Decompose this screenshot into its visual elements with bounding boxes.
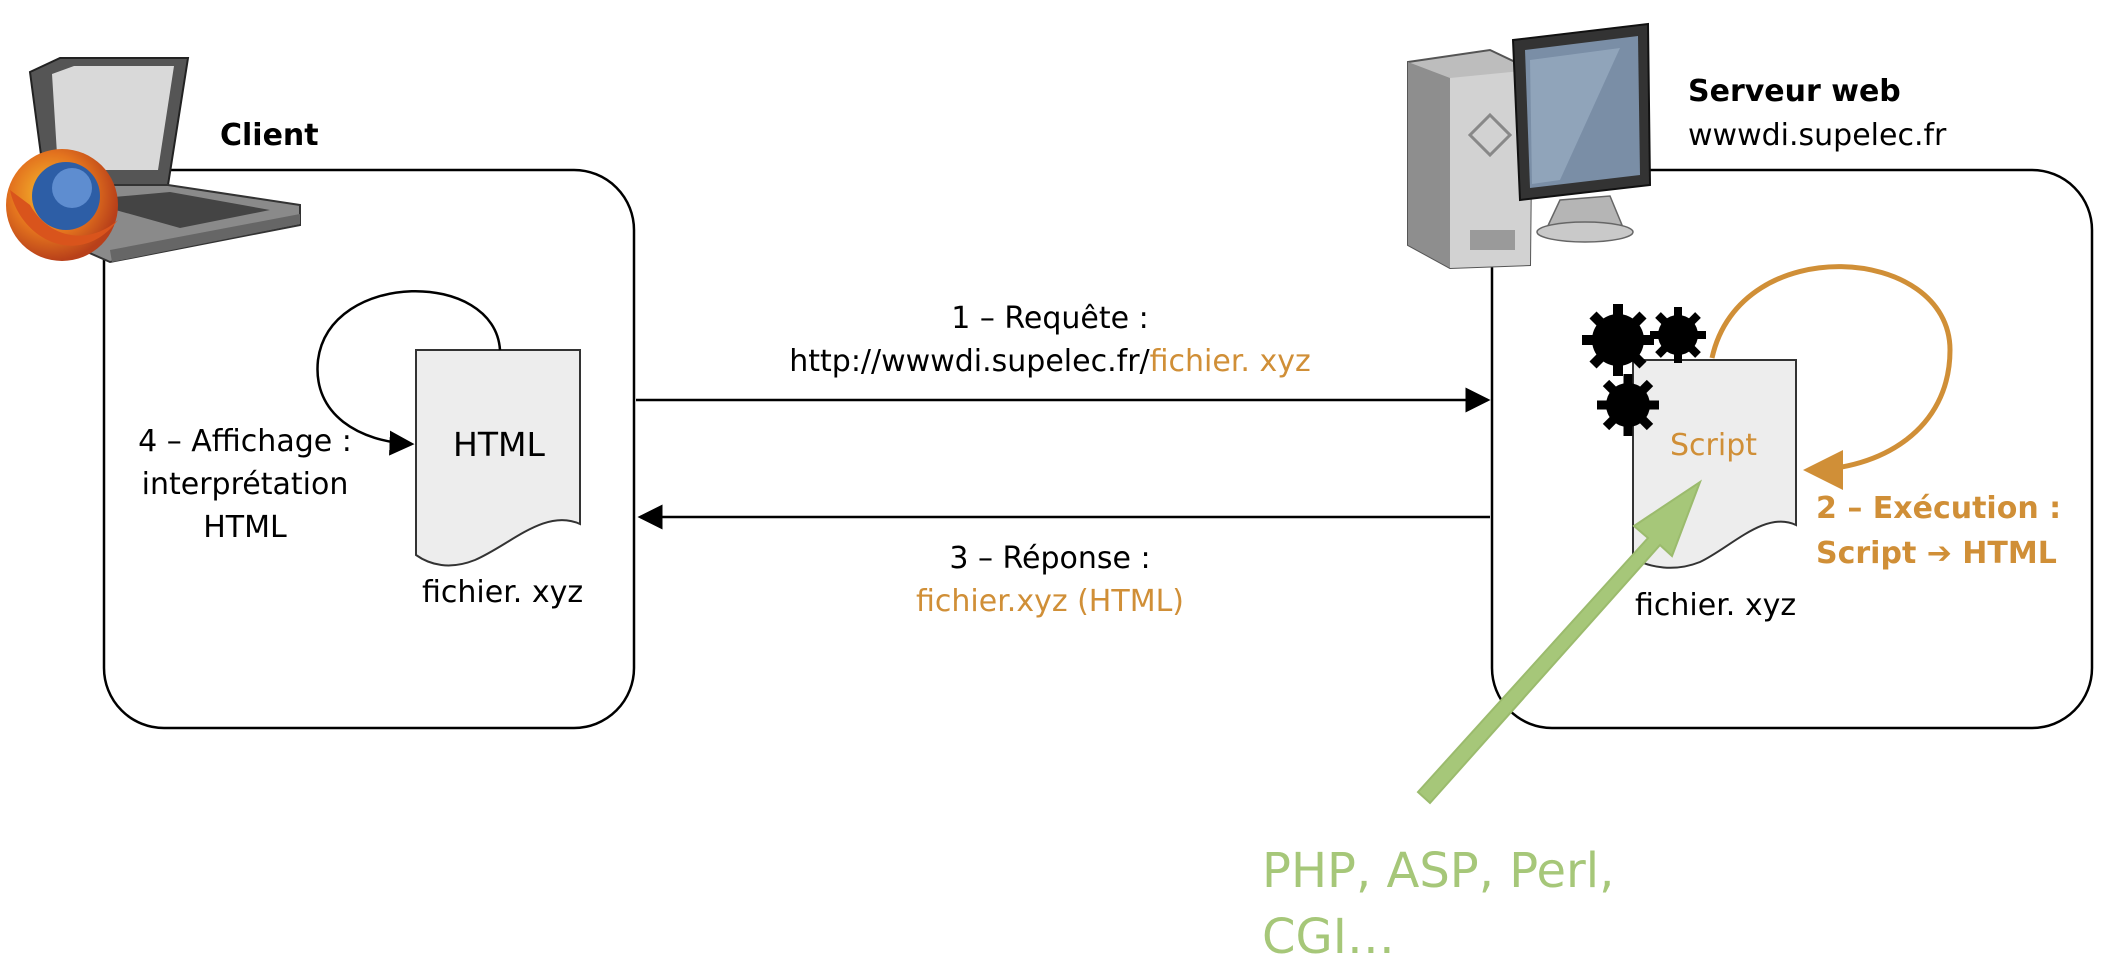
- request-url-prefix: http://wwwdi.supelec.fr/: [789, 344, 1150, 379]
- server-step2-label: 2 – Exécution : Script ➔ HTML: [1816, 486, 2061, 576]
- server-file-label: fichier. xyz: [1635, 588, 1797, 623]
- server-step2-line1: 2 – Exécution :: [1816, 491, 2062, 526]
- client-step4-line2: interprétation: [141, 467, 349, 502]
- client-step4-line1: 4 – Affichage :: [138, 424, 352, 459]
- response-title: 3 – Réponse :: [949, 541, 1151, 576]
- languages-line1: PHP, ASP, Perl,: [1262, 843, 1615, 899]
- request-url-file: fichier. xyz: [1149, 344, 1311, 379]
- server-tower-icon: [1407, 48, 1534, 270]
- monitor-icon: [1511, 22, 1652, 243]
- client-doc-label: HTML: [453, 425, 545, 464]
- languages-line2: CGI…: [1262, 909, 1395, 965]
- request-url: http://wwwdi.supelec.fr/fichier. xyz: [760, 340, 1340, 383]
- response-content: fichier.xyz (HTML): [916, 584, 1184, 619]
- firefox-icon: [6, 149, 118, 261]
- server-step2-line2: Script ➔ HTML: [1816, 536, 2057, 571]
- client-loop-arrow: [316, 289, 502, 456]
- client-box: [102, 168, 636, 730]
- server-doc-label: Script: [1670, 428, 1758, 463]
- request-label: 1 – Requête : http://wwwdi.supelec.fr/fi…: [760, 297, 1340, 383]
- client-file-label: fichier. xyz: [422, 575, 584, 610]
- server-host: wwwdi.supelec.fr: [1688, 118, 1947, 153]
- response-label: 3 – Réponse : fichier.xyz (HTML): [760, 537, 1340, 623]
- languages-label: PHP, ASP, Perl, CGI…: [1262, 838, 1614, 970]
- languages-arrow: [1416, 479, 1703, 805]
- server-title: Serveur web: [1688, 74, 1901, 109]
- client-doc-shape: [415, 349, 581, 567]
- server-loop-arrow: [1709, 264, 1953, 490]
- client-step4-label: 4 – Affichage : interprétation HTML: [120, 420, 370, 549]
- client-step4-line3: HTML: [203, 510, 287, 545]
- gears-icon: [1582, 304, 1706, 436]
- client-title: Client: [220, 118, 319, 153]
- request-title: 1 – Requête :: [951, 301, 1149, 336]
- server-box: [1490, 168, 2094, 730]
